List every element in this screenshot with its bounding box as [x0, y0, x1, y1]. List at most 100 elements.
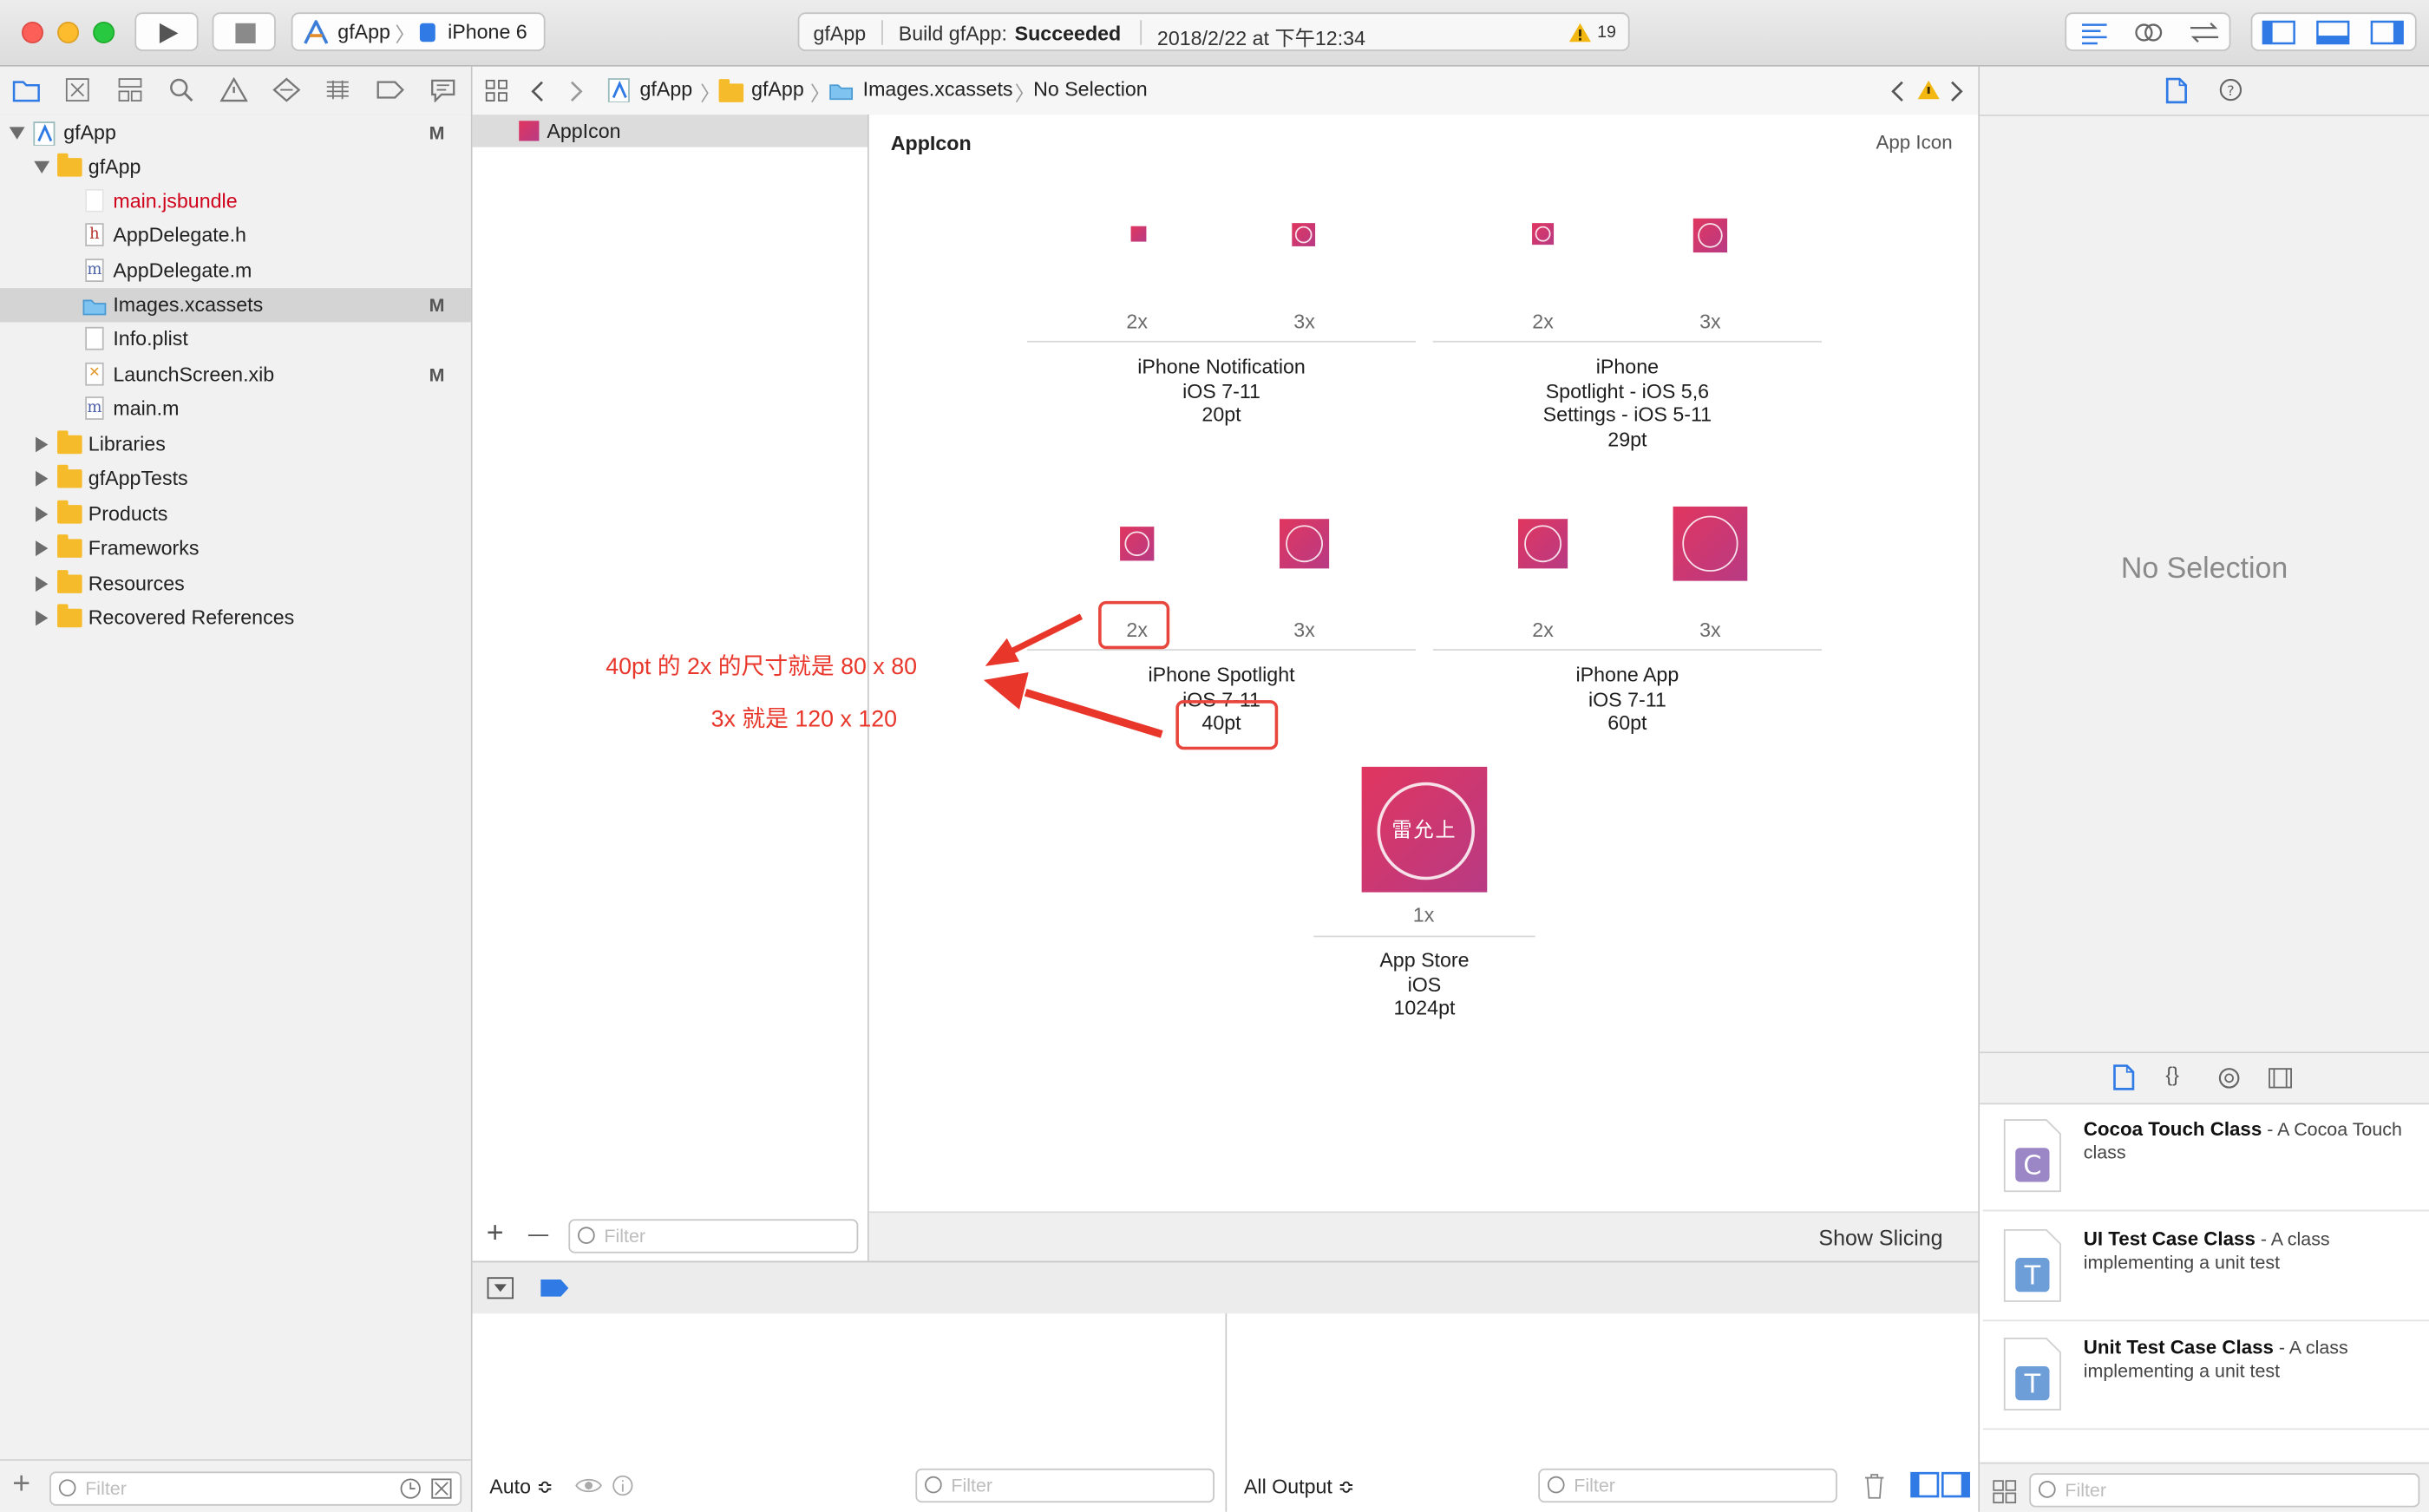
- eye-icon[interactable]: [574, 1475, 602, 1496]
- icon-slot-notification-3x[interactable]: [1292, 223, 1316, 246]
- standard-editor-icon[interactable]: [2079, 20, 2110, 45]
- file-inspector-icon[interactable]: [2165, 77, 2187, 104]
- breadcrumb-asset-catalog[interactable]: Images.xcassets: [862, 77, 1013, 101]
- disclosure-closed-icon[interactable]: [36, 506, 49, 522]
- tree-item-file[interactable]: m main.m: [0, 392, 471, 426]
- project-navigator-icon[interactable]: [12, 77, 40, 102]
- icon-slot-settings-2x[interactable]: [1532, 223, 1555, 245]
- library-filter-field[interactable]: Filter: [2029, 1473, 2420, 1508]
- console-filter-field[interactable]: Filter: [1538, 1468, 1837, 1503]
- tree-item-file[interactable]: m AppDelegate.m: [0, 254, 471, 288]
- test-navigator-icon[interactable]: [272, 77, 301, 102]
- tree-item-file[interactable]: h AppDelegate.h: [0, 219, 471, 252]
- version-editor-icon[interactable]: [2187, 20, 2221, 45]
- debug-area-toggle-icon[interactable]: [2316, 20, 2350, 45]
- tree-item-file-selected[interactable]: Images.xcassets M: [0, 288, 471, 323]
- disclosure-closed-icon[interactable]: [36, 470, 49, 487]
- icon-slot-app-3x[interactable]: [1673, 506, 1748, 581]
- trash-icon[interactable]: [1862, 1471, 1887, 1499]
- quick-help-icon[interactable]: ?: [2218, 77, 2243, 102]
- disclosure-closed-icon[interactable]: [36, 436, 49, 453]
- tree-item-group[interactable]: Frameworks: [0, 531, 471, 565]
- remove-asset-button[interactable]: [527, 1234, 549, 1236]
- icon-slot-spotlight-2x[interactable]: [1120, 527, 1155, 561]
- tree-item-project[interactable]: gfApp M: [0, 116, 471, 150]
- breadcrumb-group[interactable]: gfApp: [751, 77, 804, 101]
- breadcrumb-project[interactable]: gfApp: [639, 77, 693, 101]
- asset-filter-field[interactable]: Filter: [568, 1219, 859, 1253]
- warning-icon[interactable]: [1916, 79, 1941, 101]
- tree-item-file[interactable]: ✕ LaunchScreen.xib M: [0, 357, 471, 391]
- file-template-library-icon[interactable]: [2113, 1064, 2135, 1090]
- breakpoint-navigator-icon[interactable]: [376, 77, 404, 102]
- hide-debug-area-icon[interactable]: [487, 1276, 514, 1301]
- disclosure-closed-icon[interactable]: [36, 610, 49, 626]
- info-icon[interactable]: [612, 1475, 633, 1496]
- console-output-select[interactable]: All Output ≎: [1243, 1474, 1355, 1498]
- stop-icon: [235, 23, 256, 43]
- disclosure-open-icon[interactable]: [9, 127, 25, 140]
- folder-icon: [57, 430, 82, 455]
- object-library-icon[interactable]: [2216, 1066, 2242, 1091]
- icon-slot-app-2x[interactable]: [1517, 519, 1568, 569]
- icon-slot-settings-3x[interactable]: [1692, 218, 1728, 253]
- library-item[interactable]: T Unit Test Case Class - A class impleme…: [1982, 1319, 2429, 1430]
- source-control-navigator-icon[interactable]: [65, 77, 90, 102]
- disclosure-open-icon[interactable]: [34, 160, 50, 173]
- add-file-button[interactable]: +: [12, 1467, 31, 1502]
- recent-files-icon[interactable]: [400, 1478, 422, 1500]
- tree-item-file[interactable]: Info.plist: [0, 322, 471, 356]
- asset-list-item-selected[interactable]: AppIcon: [472, 115, 868, 147]
- group-line: iOS 7-11: [1182, 378, 1260, 403]
- minimize-window-button[interactable]: [57, 21, 80, 43]
- warning-icon[interactable]: [1568, 22, 1593, 43]
- navigator-toggle-icon[interactable]: [2262, 20, 2295, 45]
- icon-slot-spotlight-3x[interactable]: [1279, 519, 1330, 569]
- assistant-editor-icon[interactable]: [2133, 20, 2164, 45]
- variables-scope-select[interactable]: Auto ≎: [489, 1474, 553, 1498]
- tree-item-group[interactable]: gfApp: [0, 150, 471, 184]
- previous-issue-icon[interactable]: [1889, 79, 1907, 104]
- stop-button[interactable]: [212, 12, 276, 51]
- show-slicing-button[interactable]: Show Slicing: [1818, 1225, 1943, 1251]
- disclosure-closed-icon[interactable]: [36, 576, 49, 592]
- group-line: 40pt: [1201, 710, 1241, 735]
- back-arrow-icon[interactable]: [528, 79, 547, 104]
- symbol-navigator-icon[interactable]: [116, 77, 144, 102]
- close-window-button[interactable]: [21, 21, 43, 43]
- issue-navigator-icon[interactable]: [219, 77, 248, 102]
- report-navigator-icon[interactable]: [429, 77, 457, 102]
- grid-view-icon[interactable]: [1992, 1479, 2017, 1504]
- next-issue-icon[interactable]: [1948, 79, 1966, 104]
- variables-filter-field[interactable]: Filter: [915, 1468, 1214, 1503]
- tree-item-group[interactable]: Libraries: [0, 428, 471, 461]
- media-library-icon[interactable]: [2268, 1066, 2293, 1091]
- utilities-toggle-icon[interactable]: [2370, 20, 2404, 45]
- run-button[interactable]: [134, 12, 199, 51]
- zoom-window-button[interactable]: [93, 21, 115, 43]
- tree-item-label: Libraries: [88, 432, 166, 455]
- navigator-filter-field[interactable]: Filter: [49, 1471, 462, 1506]
- tree-item-group[interactable]: Resources: [0, 567, 471, 601]
- library-item[interactable]: C Cocoa Touch Class - A Cocoa Touch clas…: [1982, 1102, 2429, 1212]
- console-layout-icon[interactable]: [1910, 1471, 1972, 1499]
- forward-arrow-icon[interactable]: [567, 79, 586, 104]
- icon-slot-app-store-1x[interactable]: 雷允上: [1361, 766, 1488, 893]
- add-asset-button[interactable]: +: [486, 1217, 504, 1251]
- library-item[interactable]: T UI Test Case Class - A class implement…: [1982, 1211, 2429, 1322]
- tree-item-group[interactable]: gfAppTests: [0, 461, 471, 495]
- disclosure-closed-icon[interactable]: [36, 540, 49, 557]
- tree-item-group[interactable]: Products: [0, 497, 471, 531]
- scheme-selector[interactable]: gfApp 〉 iPhone 6: [291, 12, 546, 51]
- related-items-icon[interactable]: [485, 79, 510, 104]
- tree-item-file[interactable]: main.jsbundle: [0, 184, 471, 218]
- debug-navigator-icon[interactable]: [324, 77, 351, 102]
- icon-slot-notification-2x[interactable]: [1130, 226, 1147, 242]
- find-navigator-icon[interactable]: [169, 77, 194, 102]
- source-control-filter-icon[interactable]: [430, 1478, 452, 1500]
- tree-item-group[interactable]: Recovered References: [0, 601, 471, 635]
- breadcrumb-selection[interactable]: No Selection: [1033, 77, 1148, 101]
- project-file-icon: [33, 121, 56, 146]
- code-snippet-library-icon[interactable]: {}: [2165, 1062, 2179, 1086]
- breakpoints-toggle-icon[interactable]: [540, 1278, 569, 1298]
